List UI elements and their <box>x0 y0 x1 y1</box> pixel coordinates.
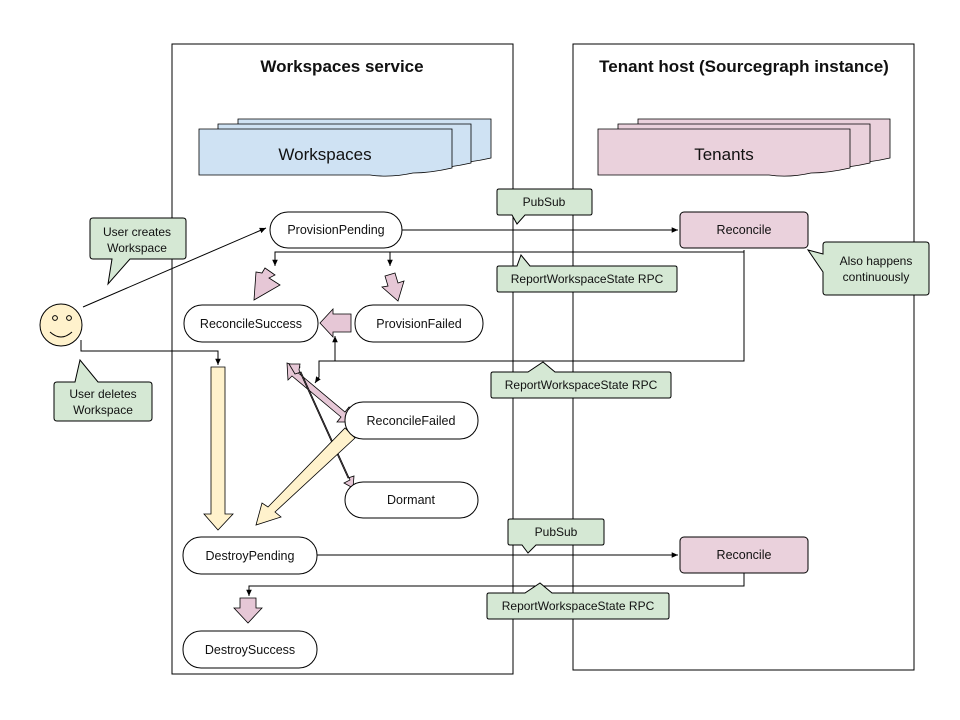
state-reconcile-failed: ReconcileFailed <box>344 401 479 440</box>
report-loop-to-failed-line <box>314 360 335 384</box>
provision-failed-label: ProvisionFailed <box>376 317 462 331</box>
destroy-success-label: DestroySuccess <box>205 643 295 657</box>
connectors <box>80 227 745 596</box>
state-provision-failed: ProvisionFailed <box>354 304 484 343</box>
tenant-host-title: Tenant host (Sourcegraph instance) <box>599 57 889 76</box>
reconcile-node-top: Reconcile <box>679 211 809 249</box>
callout-pubsub-bottom: PubSub <box>507 518 605 554</box>
report-3-label: ReportWorkspaceState RPC <box>502 599 655 613</box>
state-provision-pending: ProvisionPending <box>269 211 403 249</box>
dormant-label: Dormant <box>387 493 435 507</box>
report-loop-to-success-line <box>332 250 745 362</box>
user-deletes-line1: User deletes <box>69 387 136 401</box>
arrow-to-reconcile-success <box>253 267 281 301</box>
user-to-destroy-arrow <box>80 340 221 365</box>
reconcile-node-bottom: Reconcile <box>679 536 809 574</box>
workspaces-stack-label: Workspaces <box>278 145 371 164</box>
arrow-from-provision-failed <box>319 307 352 339</box>
workspaces-service-title: Workspaces service <box>260 57 423 76</box>
pubsub-top-label: PubSub <box>523 195 566 209</box>
callout-report-1: ReportWorkspaceState RPC <box>496 254 678 293</box>
tenants-stack: Tenants <box>597 118 891 177</box>
report-to-reconcile-success-line <box>272 251 744 266</box>
provision-pending-label: ProvisionPending <box>287 223 384 237</box>
reconcile-top-label: Reconcile <box>717 223 772 237</box>
workspaces-stack: Workspaces <box>198 118 492 177</box>
user-creates-line2: Workspace <box>107 241 167 255</box>
report-to-destroy-success-line <box>246 573 745 596</box>
callout-user-creates: User creates Workspace <box>89 217 187 286</box>
reconcile-bottom-label: Reconcile <box>717 548 772 562</box>
state-reconcile-success: ReconcileSuccess <box>183 304 319 343</box>
state-destroy-success: DestroySuccess <box>182 630 318 669</box>
state-dormant: Dormant <box>344 481 479 519</box>
arrow-failed-to-destroy <box>255 427 356 526</box>
callout-user-deletes: User deletes Workspace <box>53 358 153 422</box>
arrow-to-destroy-success <box>233 597 263 624</box>
report-1-label: ReportWorkspaceState RPC <box>511 272 664 286</box>
user-deletes-line2: Workspace <box>73 403 133 417</box>
callout-pubsub-top: PubSub <box>496 188 593 225</box>
destroy-pending-label: DestroyPending <box>206 549 295 563</box>
smiley-face-icon <box>39 303 83 347</box>
yellow-arrows <box>203 366 356 531</box>
report-2-label: ReportWorkspaceState RPC <box>505 378 658 392</box>
also-happens-line1: Also happens <box>840 254 913 268</box>
also-happens-line2: continuously <box>843 270 910 284</box>
tenants-stack-label: Tenants <box>694 145 754 164</box>
state-destroy-pending: DestroyPending <box>182 536 318 575</box>
callout-report-2: ReportWorkspaceState RPC <box>490 361 672 399</box>
user-to-provision-arrow <box>82 227 267 308</box>
callout-also-happens: Also happens continuously <box>806 241 930 296</box>
reconcile-success-label: ReconcileSuccess <box>200 317 302 331</box>
arrow-to-destroy-pending <box>203 366 234 531</box>
arrow-to-provision-failed <box>381 272 405 302</box>
pubsub-bottom-label: PubSub <box>535 525 578 539</box>
user-creates-line1: User creates <box>103 225 171 239</box>
callout-report-3: ReportWorkspaceState RPC <box>486 582 670 620</box>
reconcile-failed-label: ReconcileFailed <box>367 414 456 428</box>
